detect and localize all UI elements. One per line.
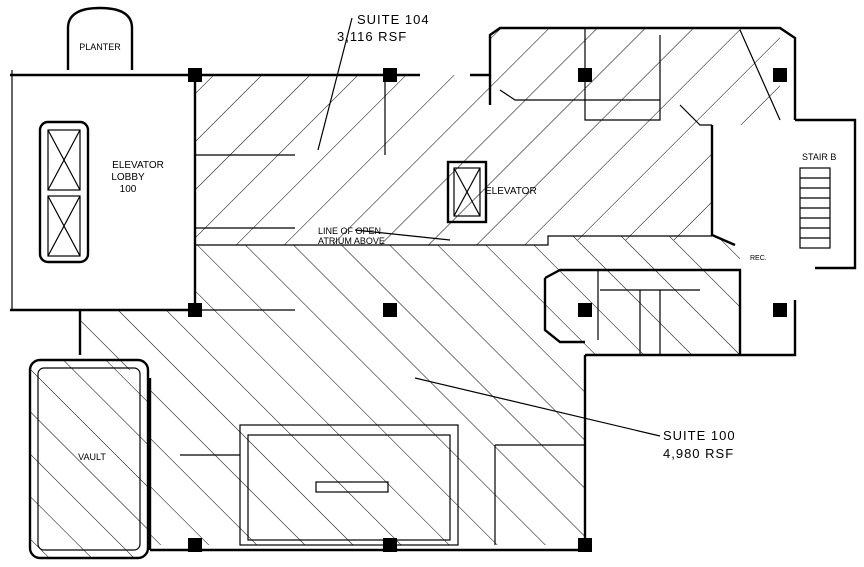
suite-104-label: SUITE 104 3,116 RSF	[337, 12, 430, 44]
planter-label: PLANTER	[79, 42, 121, 52]
elevator-lobby-label: ELEVATOR LOBBY 100	[111, 160, 164, 195]
svg-text:4,980 RSF: 4,980 RSF	[663, 446, 734, 461]
svg-text:ATRIUM ABOVE: ATRIUM ABOVE	[318, 236, 385, 246]
svg-text:LINE OF OPEN: LINE OF OPEN	[318, 226, 381, 236]
suite-104-area	[195, 28, 780, 245]
elevator-label: ELEVATOR	[485, 186, 537, 197]
suite-100-area	[80, 236, 740, 545]
stair-label: STAIR B	[802, 152, 836, 162]
svg-text:LOBBY: LOBBY	[111, 172, 145, 183]
structural-columns	[188, 68, 787, 552]
svg-text:SUITE 104: SUITE 104	[357, 12, 430, 27]
atrium-note: LINE OF OPEN ATRIUM ABOVE	[318, 226, 385, 246]
suite-100-label: SUITE 100 4,980 RSF	[663, 428, 736, 461]
vault-label: VAULT	[78, 452, 106, 462]
rec-label: REC.	[750, 255, 767, 262]
walls	[10, 6, 857, 560]
svg-text:ELEVATOR: ELEVATOR	[112, 160, 164, 171]
svg-text:SUITE 100: SUITE 100	[663, 428, 736, 443]
svg-text:3,116 RSF: 3,116 RSF	[337, 29, 407, 44]
svg-text:100: 100	[120, 184, 137, 195]
vault-area	[30, 360, 148, 558]
